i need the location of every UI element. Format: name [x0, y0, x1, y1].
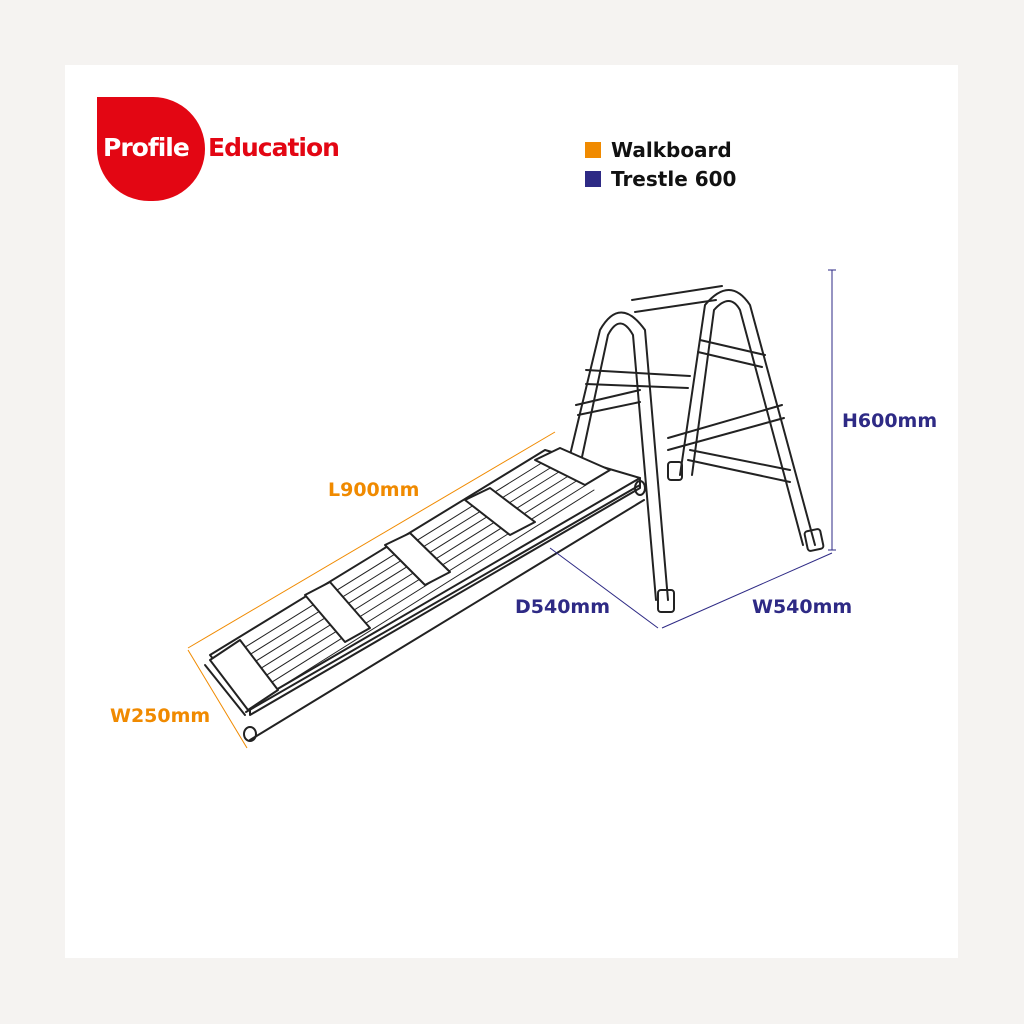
legend-item-trestle: Trestle 600: [585, 164, 736, 193]
logo-blob: [97, 97, 205, 201]
legend: Walkboard Trestle 600: [585, 135, 736, 193]
trestle-frame: [569, 285, 825, 613]
depth-label: D540mm: [515, 596, 611, 618]
board-width-dimension-line: [187, 649, 248, 749]
dimension-lines: [187, 269, 836, 749]
board-width-label: W250mm: [110, 705, 211, 727]
trestle-swatch: [585, 170, 601, 187]
legend-label: Trestle 600: [611, 166, 737, 191]
legend-label: Walkboard: [611, 137, 732, 162]
walkboard: [204, 447, 646, 742]
walkboard-swatch: [585, 141, 601, 158]
depth-dimension-line: [549, 547, 659, 629]
length-dimension-line: [187, 431, 556, 649]
trestle-width-dimension-line: [661, 552, 833, 629]
height-label: H600mm: [842, 410, 938, 432]
logo-word-profile: Profile: [103, 133, 190, 162]
trestle-width-label: W540mm: [752, 596, 853, 618]
length-label: L900mm: [328, 479, 420, 501]
logo-word-education: Education: [208, 133, 340, 162]
legend-item-walkboard: Walkboard: [585, 135, 736, 164]
